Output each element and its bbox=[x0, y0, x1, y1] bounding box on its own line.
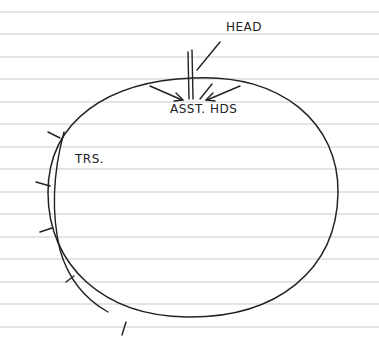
callout-label: HEAD bbox=[226, 20, 262, 34]
sketch-circle: ASST. HDS TRS. bbox=[45, 75, 341, 320]
group-label: ASST. HDS bbox=[170, 102, 237, 116]
member-label: TRS. bbox=[75, 152, 104, 166]
